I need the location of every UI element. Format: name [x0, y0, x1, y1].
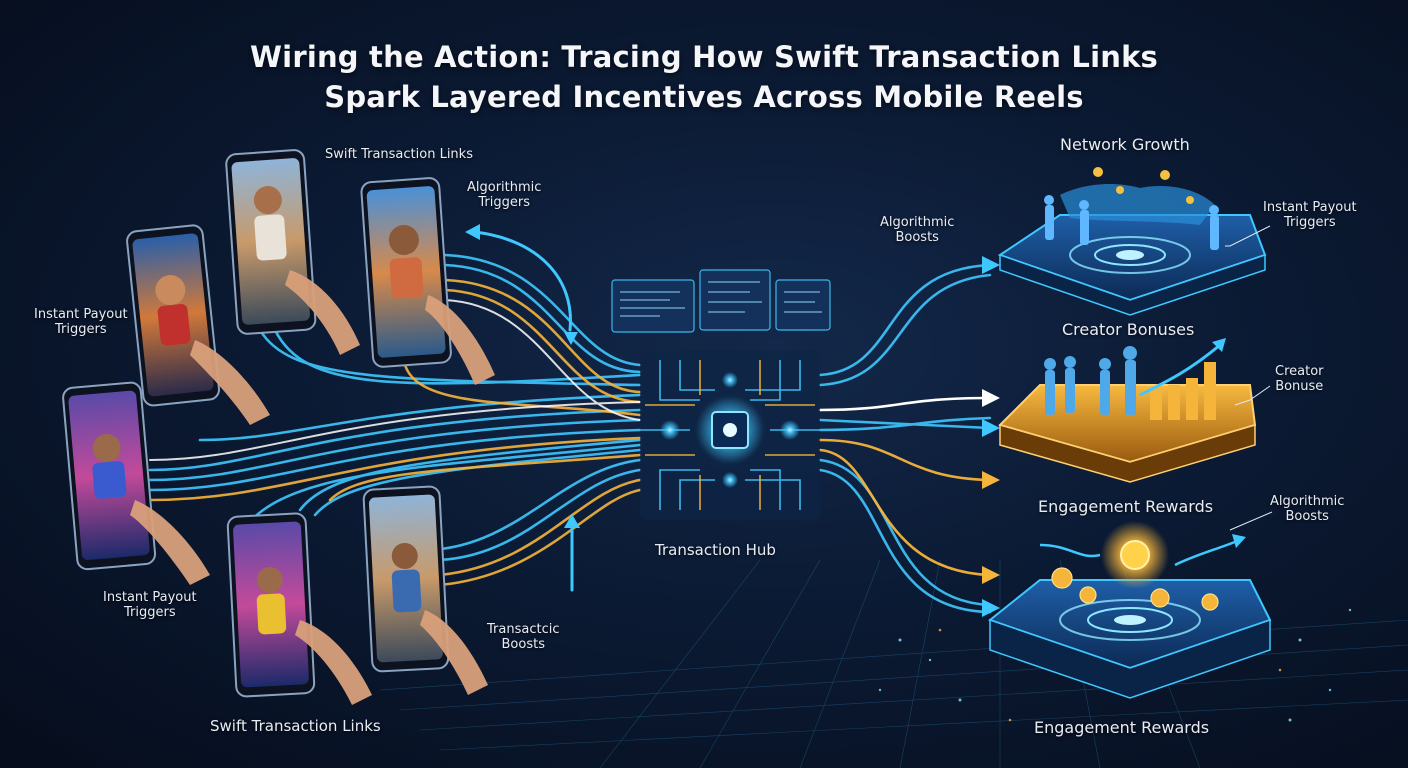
- phone-4: [62, 381, 157, 571]
- right-connection-lines: [818, 256, 1000, 617]
- label-creator-bonuse: Creator Bonuse: [1275, 364, 1324, 394]
- phone-1: [126, 224, 220, 407]
- platform-network-growth: [997, 167, 1267, 316]
- platform-creator-bonuses: [998, 338, 1257, 483]
- label-algorithmic-boosts-bottom: Algorithmic Boosts: [1270, 494, 1345, 524]
- phone-3: [360, 177, 452, 368]
- label-instant-payout-left: Instant Payout Triggers: [34, 307, 128, 337]
- platform-engagement-rewards: [987, 521, 1272, 699]
- callout-lines: [1225, 225, 1273, 531]
- phone-2: [225, 149, 317, 335]
- label-instant-payout-right: Instant Payout Triggers: [1263, 200, 1357, 230]
- page-title-line-2: Spark Layered Incentives Across Mobile R…: [324, 80, 1084, 114]
- platform-title-creator-bonuses: Creator Bonuses: [1062, 320, 1195, 339]
- sparkles: [878, 608, 1352, 722]
- phone-5: [226, 512, 316, 698]
- hub-circuit: [640, 350, 820, 520]
- hub-label: Transaction Hub: [655, 541, 776, 559]
- page-title-line-1: Wiring the Action: Tracing How Swift Tra…: [249, 40, 1159, 74]
- hub-screens: [611, 269, 831, 333]
- platform-title-network-growth: Network Growth: [1060, 135, 1190, 154]
- platform-title-engagement-rewards: Engagement Rewards: [1038, 497, 1214, 516]
- label-swift-bottom: Swift Transaction Links: [210, 717, 381, 735]
- hands: [130, 270, 495, 705]
- left-connection-lines: [148, 224, 642, 592]
- floor-grid: [379, 559, 1408, 768]
- phone-6: [362, 485, 450, 673]
- label-algorithmic-triggers: Algorithmic Triggers: [467, 180, 542, 210]
- label-instant-payout-bottom: Instant Payout Triggers: [103, 590, 197, 620]
- label-transactcic-boosts: Transactcic Boosts: [487, 622, 560, 652]
- platform-title-engagement-rewards-bottom: Engagement Rewards: [1034, 718, 1210, 737]
- label-algorithmic-boosts-mid: Algorithmic Boosts: [880, 215, 955, 245]
- label-swift-top: Swift Transaction Links: [325, 147, 473, 162]
